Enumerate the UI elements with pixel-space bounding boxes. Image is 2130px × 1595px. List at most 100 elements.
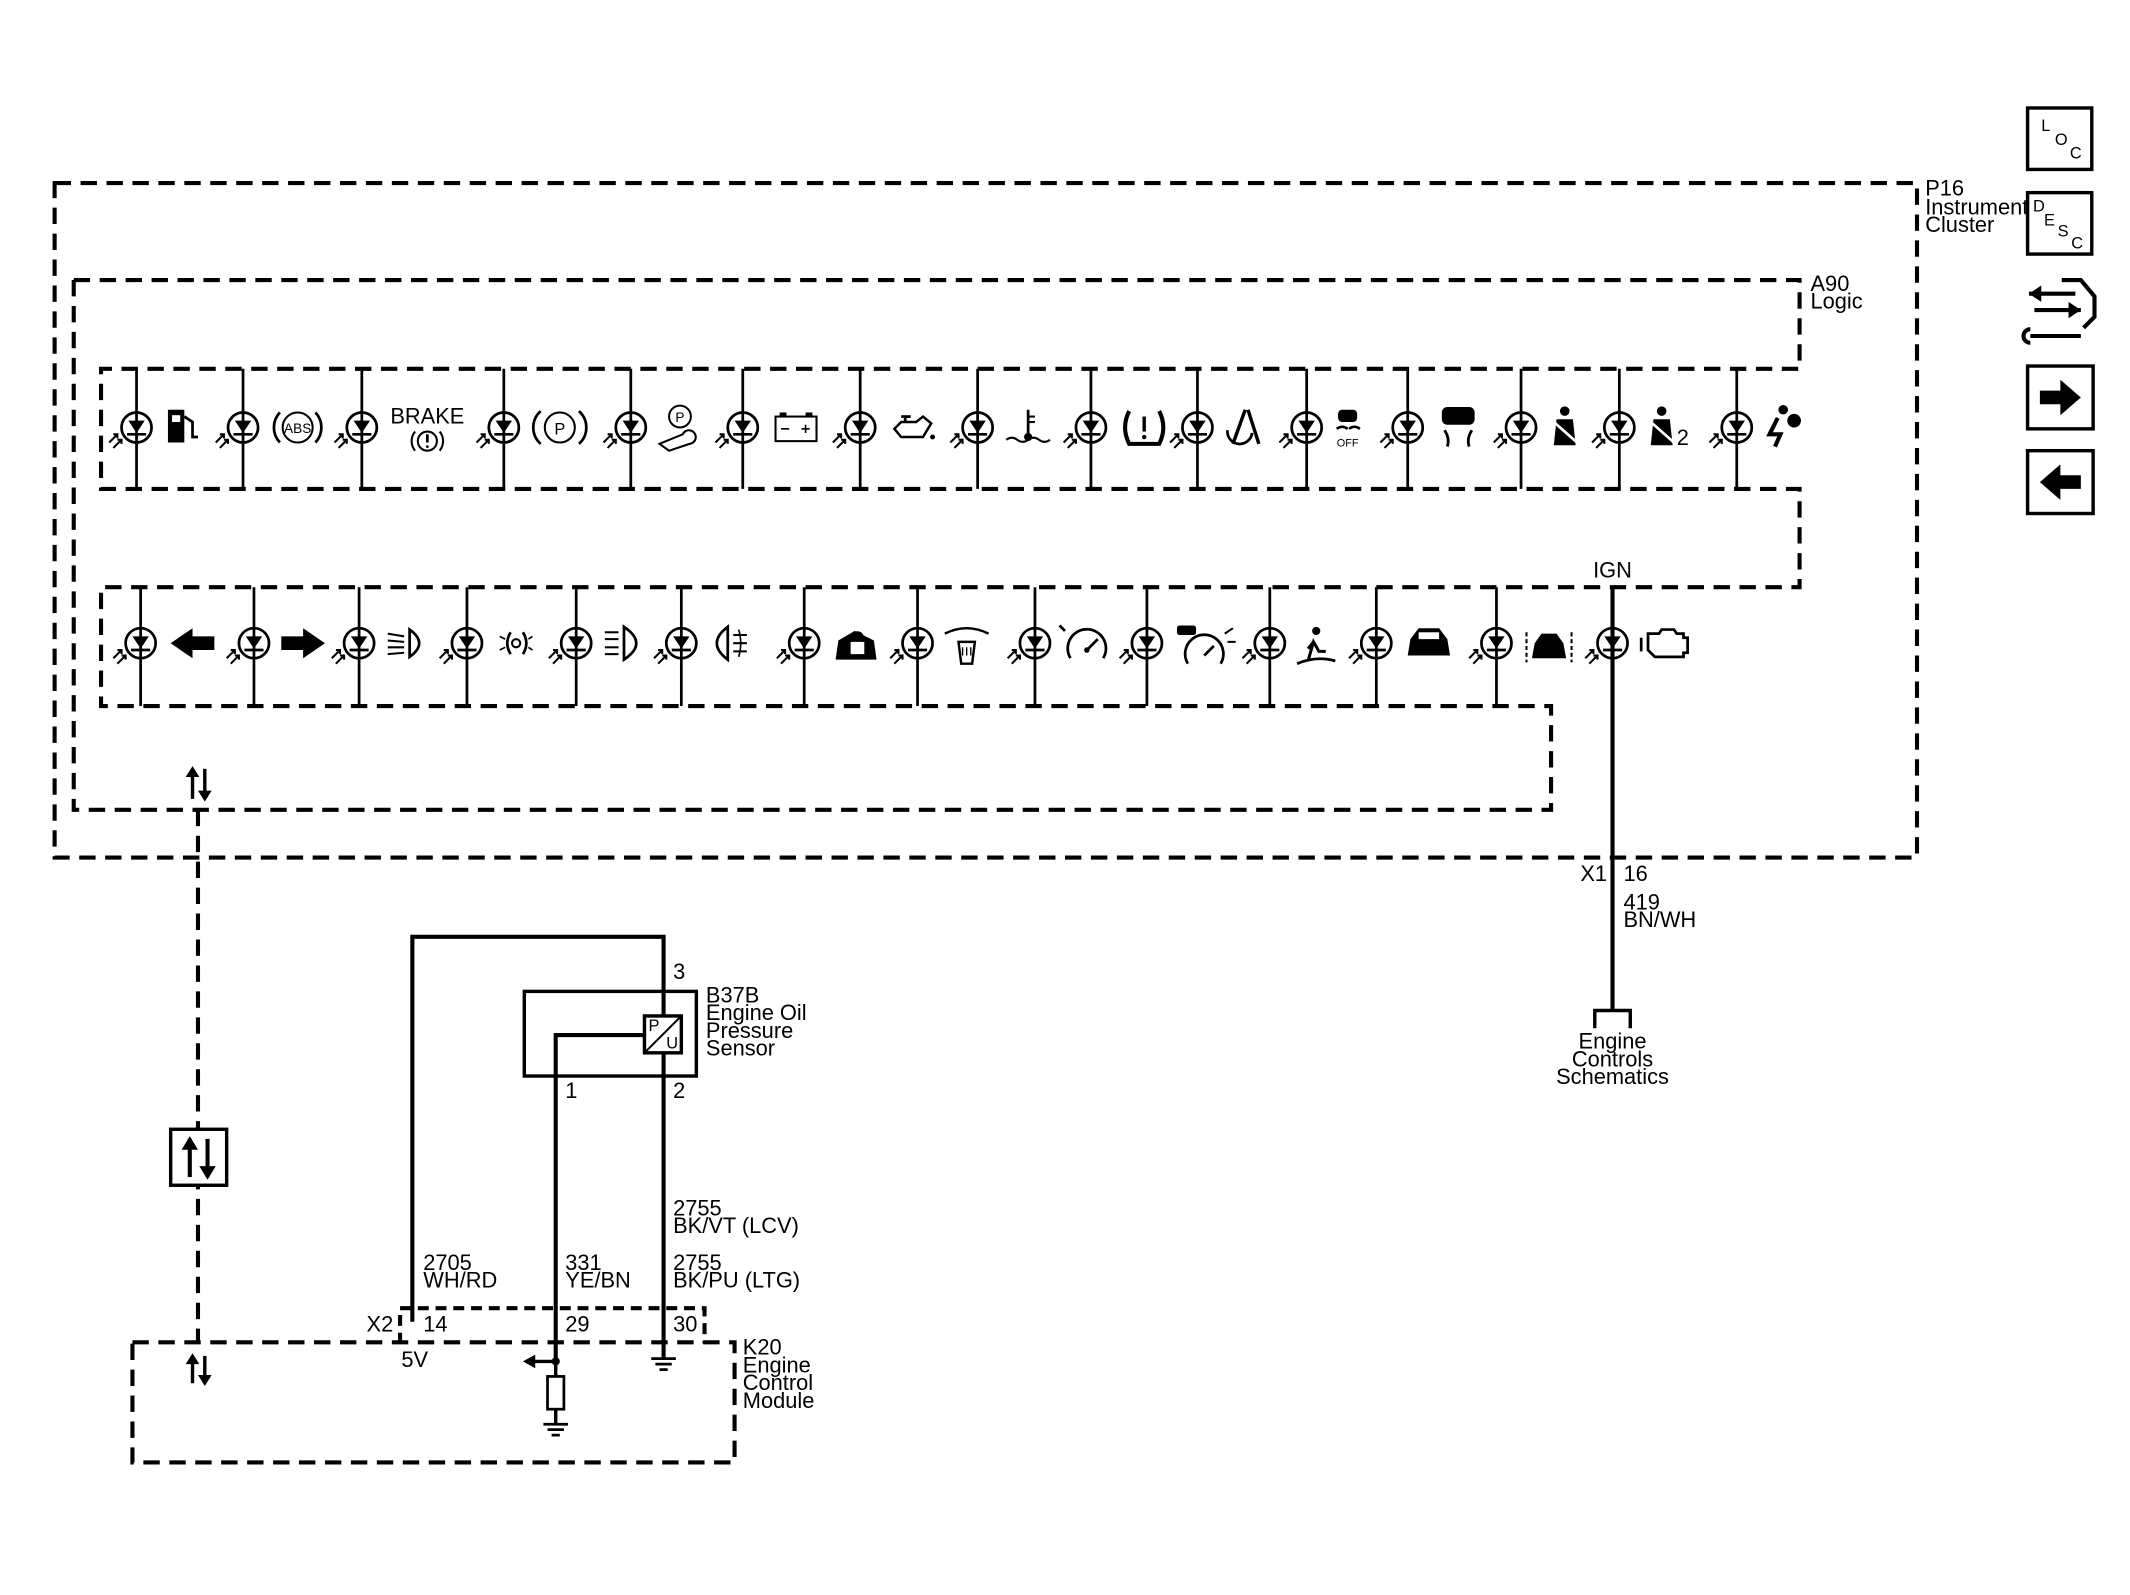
battery-icon [774,412,818,443]
a90-logic-box [71,277,1802,812]
high-beam-icon [604,624,638,663]
wire-419-color: BN/WH [1623,907,1696,932]
desc-button[interactable]: D E S C [2025,190,2094,256]
connector-wrench-icon[interactable] [2021,277,2097,345]
p16-instrument-cluster-box [52,181,1920,860]
oil-pressure-icon [892,414,936,440]
coolant-temperature-icon [1005,409,1051,443]
signal-input-pulldown [522,1354,568,1437]
wire-331 [553,1033,645,1359]
rear-fog-icon [715,624,747,663]
brake-warning-icon: BRAKE [390,403,464,452]
low-fuel-icon [167,409,198,443]
b37b-name-line2: Pressure [706,1018,793,1043]
lane-keep-icon [1226,409,1261,446]
sensor-u-letter: U [666,1035,678,1053]
engine-controls-line1[interactable]: Engine [1579,1029,1647,1054]
turn-left-icon [170,628,215,659]
pedestrian-alert-icon [1296,626,1336,665]
adaptive-cruise-icon [1176,625,1236,665]
engine-controls-line3[interactable]: Schematics [1556,1064,1669,1089]
loc-o: O [2055,131,2068,149]
desc-e: E [2044,211,2055,229]
check-engine-icon [1639,628,1689,659]
vehicle-ahead-icon [1407,628,1451,656]
park-text: P [554,420,565,438]
serial-data-arrows-icon [185,766,212,802]
b37b-id: B37B [706,982,759,1007]
serial-data-box-icon[interactable] [168,1127,229,1187]
x2-connector-label: X2 [367,1311,394,1336]
sensor-pin3: 3 [673,959,685,984]
k20-id: K20 [743,1335,782,1360]
x2-pin14: 14 [423,1311,447,1336]
supply-5v: 5V [401,1347,428,1372]
wire-419-circuit: 419 [1623,889,1659,914]
brake-text: BRAKE [390,403,464,428]
security-icon [835,630,877,660]
wire-2705-color: WH/RD [423,1268,497,1293]
k20-serial-data-arrows-icon [185,1353,212,1386]
previous-page-button[interactable] [2025,448,2095,516]
loc-c: C [2070,145,2082,163]
b37b-name-line3: Sensor [706,1036,775,1061]
sensor-pin1: 1 [565,1078,577,1103]
sensor-pin2: 2 [673,1078,685,1103]
k20-name-line3: Module [743,1388,815,1413]
x1-connector-label: X1 [1580,861,1607,886]
tire-pressure-icon [1123,410,1166,446]
x2-pin30: 30 [673,1311,697,1336]
k20-name-line1: Engine [743,1352,811,1377]
abs-icon: ABS [272,411,323,444]
abs-text: ABS [284,421,311,436]
desc-d: D [2033,198,2045,216]
park-brake-icon: P [531,410,588,445]
cruise-control-icon [1058,624,1108,659]
wire-331-circuit: 331 [565,1250,601,1275]
wire-2705 [410,934,666,1322]
park-lamps-icon [499,631,533,655]
a90-id: A90 [1811,271,1850,296]
a90-name: Logic [1811,289,1863,314]
arrow-left-icon [2039,464,2081,500]
x2-pin29: 29 [565,1311,589,1336]
stability-control-icon [1441,407,1475,448]
low-beam-icon [387,626,421,660]
k20-engine-control-module-box [130,1340,737,1465]
next-page-button[interactable] [2025,364,2095,431]
sensor-p-letter: P [649,1017,660,1035]
wire-2755-ltg-color: BK/PU (LTG) [673,1268,800,1293]
airbag-icon [1766,404,1801,448]
wire-2755-lcv-circuit: 2755 [673,1195,722,1220]
indicator-row-bottom [111,587,1629,707]
wire-419 [1593,587,1632,1029]
loc-l: L [2041,117,2050,135]
desc-c: C [2071,235,2083,253]
wire-2755-ltg-circuit: 2755 [673,1250,722,1275]
seatbelt-passenger-icon: 2 [1649,406,1689,450]
p16-name-line2: Cluster [1925,212,1994,237]
epb-text: P [675,410,684,425]
k20-name-line2: Control [743,1370,813,1395]
loc-button[interactable]: L O C [2025,106,2094,172]
wire-2755-lcv-color: BK/VT (LCV) [673,1213,799,1238]
b37b-name-line1: Engine Oil [706,1000,807,1025]
wire-2705-circuit: 2705 [423,1250,472,1275]
seatbelt-icon [1552,406,1578,446]
p16-id: P16 [1925,175,1964,200]
engine-controls-line2[interactable]: Controls [1572,1046,1653,1071]
arrow-right-icon [2039,379,2081,416]
ign-label: IGN [1593,558,1632,583]
forward-collision-icon [1525,632,1573,663]
p16-name-line1: Instrument [1925,194,2028,219]
low-reference-ground-icon [651,1357,676,1371]
desc-s: S [2058,222,2069,240]
wire-331-color: YE/BN [565,1268,631,1293]
service-electric-park-brake-icon: P [657,404,697,452]
indicator-row-top [107,368,1754,489]
traction-off-text: OFF [1337,438,1359,450]
x2-connector [398,1306,707,1344]
turn-right-icon [281,628,325,659]
traction-off-icon: OFF [1335,409,1361,450]
